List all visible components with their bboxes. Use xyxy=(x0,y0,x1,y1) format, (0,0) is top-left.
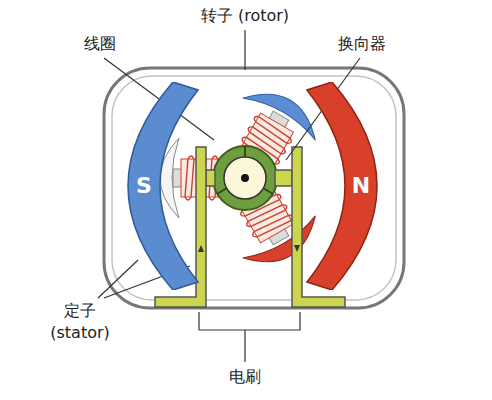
magnet: N xyxy=(300,82,387,290)
leader-line xyxy=(98,30,360,362)
current-arrow xyxy=(198,245,300,252)
magnet: S xyxy=(118,82,205,290)
part-label: 定子 (stator) xyxy=(40,300,120,343)
part-label: 换向器 xyxy=(322,33,402,55)
magnet-outline xyxy=(128,82,198,290)
magnet-shape xyxy=(300,82,387,290)
part-label: 线圈 xyxy=(70,33,130,55)
part-label: 电刷 xyxy=(215,366,275,388)
magnet-shape xyxy=(118,82,205,290)
pole-letter: N xyxy=(352,174,370,198)
commutator xyxy=(213,146,277,210)
housing-inner xyxy=(112,76,396,300)
pole-letter: S xyxy=(136,174,152,198)
housing xyxy=(104,68,404,308)
part-label: 转子 (rotor) xyxy=(175,5,315,27)
magnet-outline xyxy=(307,82,377,290)
